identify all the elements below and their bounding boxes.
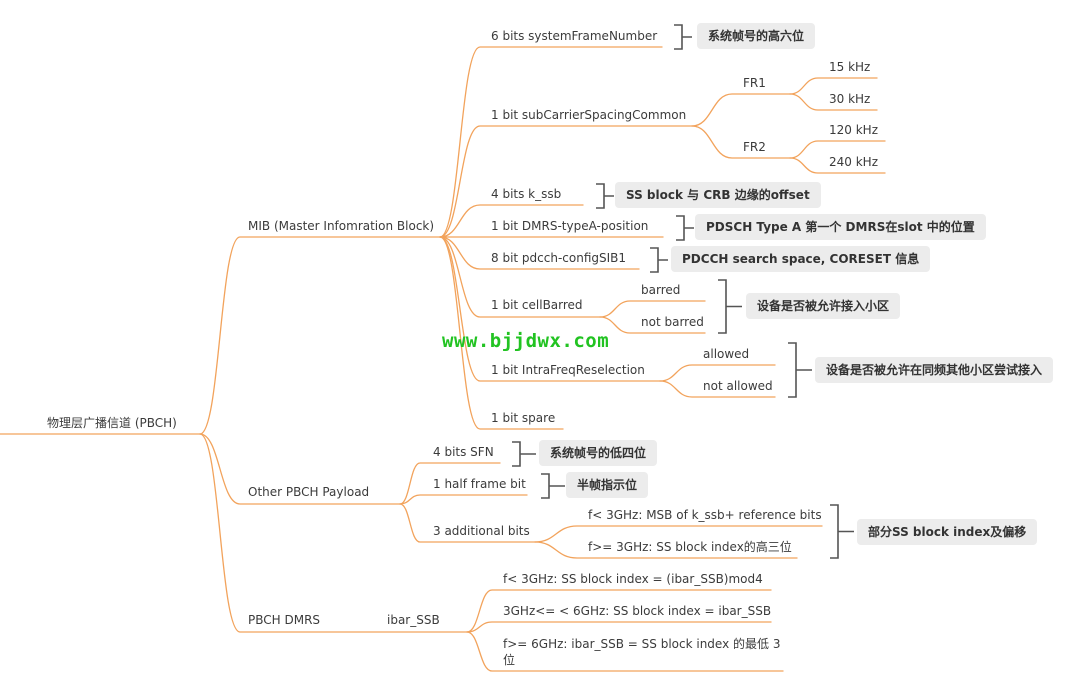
ibar-above-6ghz[interactable]: f>= 6GHz: ibar_SSB = SS block index 的最低 … xyxy=(503,637,781,667)
bracket-sfn-note xyxy=(674,24,692,50)
fr2-topic[interactable]: FR2 xyxy=(743,140,766,154)
pbch-dmrs-topic[interactable]: PBCH DMRS xyxy=(248,613,321,627)
cellbarred-topic[interactable]: 1 bit cellBarred xyxy=(491,298,583,312)
edge-ibar-above xyxy=(466,631,784,672)
edge-additional-below xyxy=(534,525,823,543)
not-allowed-option[interactable]: not allowed xyxy=(703,379,773,393)
mib-topic[interactable]: MIB (Master Infomration Block) xyxy=(248,219,435,233)
sfn-high-note[interactable]: 系统帧号的高六位 xyxy=(697,23,816,49)
edge-ibar-below xyxy=(466,589,772,633)
bracket-kssb-note xyxy=(596,183,614,209)
edge-payload-half xyxy=(399,494,528,505)
bracket-dmrs-position-note xyxy=(676,215,694,241)
cellbarred-note[interactable]: 设备是否被允许接入小区 xyxy=(746,293,901,319)
edge-mib-spare xyxy=(439,236,564,430)
edge-additional-above xyxy=(534,541,798,559)
scs-15khz[interactable]: 15 kHz xyxy=(829,60,871,74)
edge-mib-cellbarred xyxy=(439,236,601,318)
dmrs-position-note[interactable]: PDSCH Type A 第一个 DMRS在slot 中的位置 xyxy=(695,214,986,240)
edge-mib-kssb xyxy=(439,204,584,238)
bracket-additional-note xyxy=(830,504,854,559)
additional-bits-topic[interactable]: 3 additional bits xyxy=(433,524,530,538)
half-frame-topic[interactable]: 1 half frame bit xyxy=(433,477,526,491)
edge-not-barred xyxy=(599,316,706,334)
additional-bits-note[interactable]: 部分SS block index及偏移 xyxy=(857,519,1038,545)
edge-mib-scs xyxy=(439,125,693,238)
kssb-note[interactable]: SS block 与 CRB 边缘的offset xyxy=(615,182,821,208)
allowed-option[interactable]: allowed xyxy=(703,347,750,361)
edge-root-mib xyxy=(199,236,441,435)
pdcch-topic[interactable]: 8 bit pdcch-configSIB1 xyxy=(491,251,627,265)
sfn-bits-topic[interactable]: 6 bits systemFrameNumber xyxy=(491,29,658,43)
edge-payload-sfn4 xyxy=(399,462,501,505)
ibar-ssb-topic[interactable]: ibar_SSB xyxy=(387,613,440,627)
edge-mib-pdcch xyxy=(439,236,640,270)
intrafreq-note[interactable]: 设备是否被允许在同频其他小区尝试接入 xyxy=(815,357,1054,383)
half-frame-note[interactable]: 半帧指示位 xyxy=(566,472,649,498)
intrafreq-topic[interactable]: 1 bit IntraFreqReselection xyxy=(491,363,645,377)
edge-ibar-mid xyxy=(466,621,772,633)
ibar-below-3ghz[interactable]: f< 3GHz: SS block index = (ibar_SSB)mod4 xyxy=(503,572,763,586)
bracket-pdcch-note xyxy=(650,247,668,273)
edge-payload-additional xyxy=(399,503,536,543)
edge-root-payload xyxy=(199,433,401,505)
fr1-topic[interactable]: FR1 xyxy=(743,76,766,90)
bracket-sfn-low-note xyxy=(512,441,536,467)
scs-240khz[interactable]: 240 kHz xyxy=(829,155,878,169)
dmrs-position-topic[interactable]: 1 bit DMRS-typeA-position xyxy=(491,219,649,233)
edge-root-dmrs xyxy=(199,433,468,633)
not-barred-option[interactable]: not barred xyxy=(641,315,704,329)
ibar-3-6ghz[interactable]: 3GHz<= < 6GHz: SS block index = ibar_SSB xyxy=(503,604,772,618)
edge-scs-fr2 xyxy=(691,125,791,159)
edge-not-allowed xyxy=(659,380,776,398)
edge-mib-intrafreq xyxy=(439,236,661,382)
edge-fr1-30 xyxy=(789,93,878,111)
edge-scs-fr1 xyxy=(691,93,791,127)
additional-above-3ghz[interactable]: f>= 3GHz: SS block index的高三位 xyxy=(588,540,792,554)
watermark: www.bjjdwx.com xyxy=(442,330,610,352)
edge-barred xyxy=(599,300,706,318)
root-topic[interactable]: 物理层广播信道 (PBCH) xyxy=(47,416,177,430)
kssb-topic[interactable]: 4 bits k_ssb xyxy=(491,187,562,201)
edge-mib-sfn xyxy=(439,46,663,238)
pdcch-note[interactable]: PDCCH search space, CORESET 信息 xyxy=(671,246,931,272)
scs-30khz[interactable]: 30 kHz xyxy=(829,92,871,106)
edge-fr2-120 xyxy=(789,140,886,159)
edge-fr2-240 xyxy=(789,157,886,174)
barred-option[interactable]: barred xyxy=(641,283,681,297)
sfn-low-note[interactable]: 系统帧号的低四位 xyxy=(539,440,658,466)
payload-topic[interactable]: Other PBCH Payload xyxy=(248,485,370,499)
spare-topic[interactable]: 1 bit spare xyxy=(491,411,556,425)
bracket-intrafreq-note xyxy=(788,342,812,398)
sfn-low-topic[interactable]: 4 bits SFN xyxy=(433,445,494,459)
bracket-cellbarred-note xyxy=(718,279,742,334)
additional-below-3ghz[interactable]: f< 3GHz: MSB of k_ssb+ reference bits xyxy=(588,508,822,522)
edge-allowed xyxy=(659,364,776,382)
scs-topic[interactable]: 1 bit subCarrierSpacingCommon xyxy=(491,108,687,122)
edge-fr1-15 xyxy=(789,77,878,95)
scs-120khz[interactable]: 120 kHz xyxy=(829,123,878,137)
bracket-half-frame-note xyxy=(541,473,565,499)
